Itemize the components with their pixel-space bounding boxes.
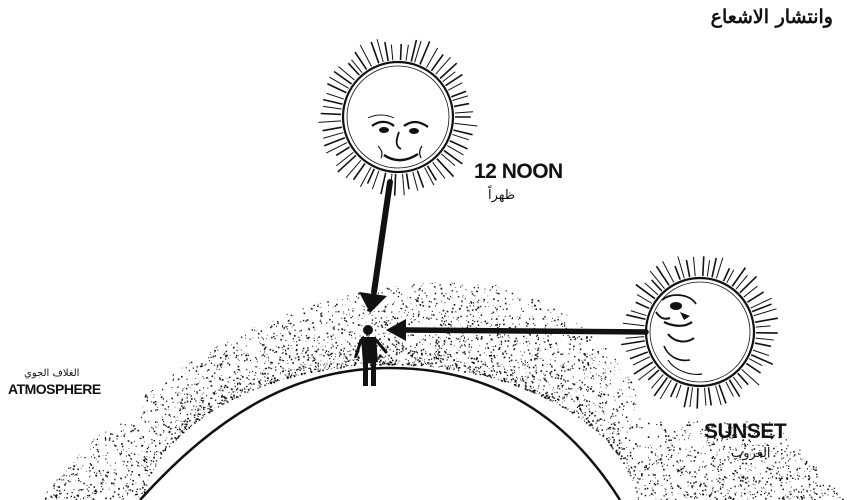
sunset-label: SUNSET: [704, 420, 786, 444]
noon-sun-icon: [319, 39, 478, 195]
noon-label-arabic: ظهراً: [488, 188, 515, 203]
atmosphere-label-arabic: الغلاف الجوي: [24, 368, 79, 379]
earth-surface: [140, 368, 620, 500]
heading-text: وانتشار الاشعاع: [711, 6, 833, 28]
noon-label: 12 NOON: [474, 160, 563, 184]
atmosphere-label: ATMOSPHERE: [8, 381, 101, 397]
noon-ray-arrow: [359, 182, 390, 313]
sunset-label-arabic: الغروب: [731, 446, 771, 461]
